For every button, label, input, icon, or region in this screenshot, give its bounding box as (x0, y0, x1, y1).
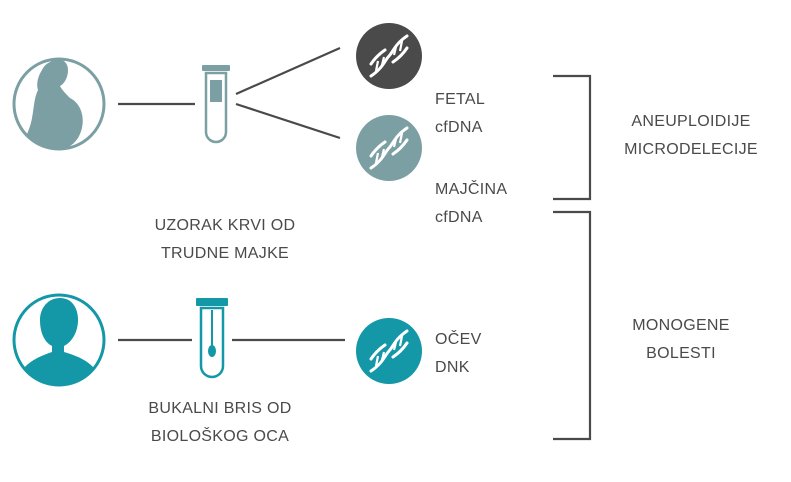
tube-to-fetal-line (235, 46, 341, 96)
test-tube-icon (202, 65, 230, 144)
paternal-dna-icon (356, 318, 422, 384)
monogenic-line-1: MONOGENE (632, 317, 730, 334)
aneuploidy-line-1: ANEUPLOIDIJE (631, 113, 751, 130)
buccal-swab-label: BUKALNI BRIS OD BIOLOŠKOG OCA (130, 395, 310, 451)
tube-to-maternal-line (235, 102, 341, 140)
aneuploidy-line-2: MICRODELECIJE (624, 141, 758, 158)
swab-tube-icon (196, 298, 228, 379)
connector-lines (118, 46, 345, 342)
maternal-dna-icon (356, 115, 422, 181)
monogenic-label: MONOGENE BOLESTI (606, 312, 756, 368)
brackets (553, 74, 592, 441)
monogenic-line-2: BOLESTI (646, 345, 716, 362)
man-silhouette-icon (12, 293, 106, 387)
maternal-line-1: MAJČINA (435, 181, 508, 198)
fetal-dna-icon (356, 23, 422, 89)
blood-sample-line-1: UZORAK KRVI OD (154, 217, 296, 234)
blood-sample-label: UZORAK KRVI OD TRUDNE MAJKE (140, 212, 310, 268)
aneuploidy-label: ANEUPLOIDIJE MICRODELECIJE (606, 108, 776, 164)
paternal-line-2: DNK (435, 359, 470, 376)
maternal-line-2: cfDNA (435, 209, 483, 226)
fetal-line-2: cfDNA (435, 119, 483, 136)
maternal-cfdna-label: MAJČINA cfDNA (435, 176, 507, 232)
pregnant-woman-icon (12, 57, 106, 151)
monogenic-bracket (553, 210, 592, 441)
aneuploidy-bracket (553, 74, 592, 201)
paternal-dnk-label: OČEV DNK (435, 326, 482, 382)
paternal-line-1: OČEV (435, 331, 482, 348)
blood-sample-line-2: TRUDNE MAJKE (160, 245, 290, 262)
buccal-swab-line-2: BIOLOŠKOG OCA (150, 428, 290, 445)
fetal-line-1: FETAL (435, 91, 486, 108)
fetal-cfdna-label: FETAL cfDNA (435, 86, 485, 142)
buccal-swab-line-1: BUKALNI BRIS OD (148, 400, 292, 417)
